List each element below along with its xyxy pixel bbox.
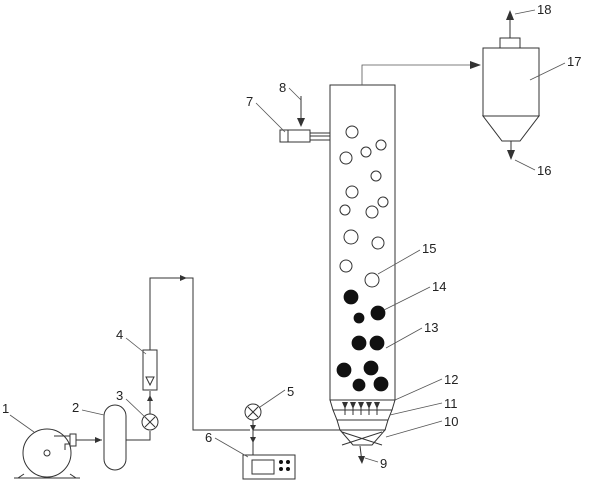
particles — [336, 289, 389, 392]
column-to-cyclone-pipe — [361, 64, 480, 85]
tank-to-valve-pipe — [126, 431, 151, 441]
label-10: 10 — [444, 414, 458, 429]
label-15: 15 — [422, 241, 436, 256]
label-11: 11 — [444, 396, 458, 411]
label-17: 17 — [567, 54, 581, 69]
label-7: 7 — [246, 94, 253, 109]
gas-line-down — [187, 277, 250, 431]
leader-lines — [9, 9, 566, 463]
label-14: 14 — [432, 279, 446, 294]
gas-tank — [103, 404, 127, 471]
valve-5 — [244, 403, 262, 421]
gas-line-up — [149, 275, 187, 350]
cyclone — [481, 37, 541, 142]
label-12: 12 — [444, 372, 458, 387]
blower — [14, 428, 80, 479]
label-3: 3 — [116, 388, 123, 403]
column — [329, 84, 396, 401]
label-2: 2 — [72, 400, 79, 415]
label-8: 8 — [279, 80, 286, 95]
label-18: 18 — [537, 2, 551, 17]
controller — [242, 454, 296, 480]
feeder — [279, 129, 330, 143]
label-13: 13 — [424, 320, 438, 335]
label-1: 1 — [2, 401, 9, 416]
label-5: 5 — [287, 384, 294, 399]
label-16: 16 — [537, 163, 551, 178]
label-4: 4 — [116, 327, 123, 342]
label-6: 6 — [205, 430, 212, 445]
distributor — [329, 399, 396, 446]
gas-bubbles — [339, 125, 389, 288]
flowmeter — [142, 349, 158, 391]
label-9: 9 — [380, 456, 387, 471]
